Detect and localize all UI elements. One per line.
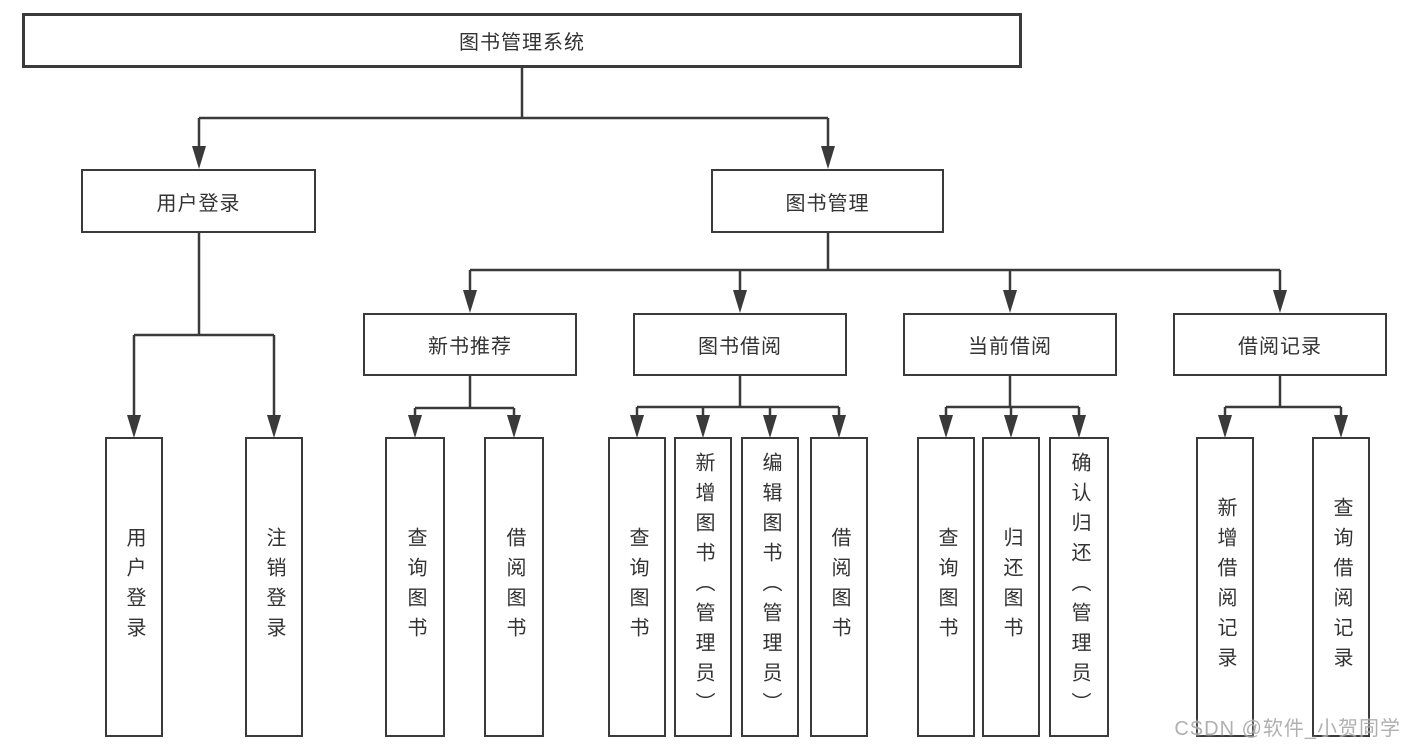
node-query-books-recommend-label: 查询图书 [404,527,426,647]
node-query-books-borrowing-label: 查询图书 [626,527,648,647]
node-book-management-label: 图书管理 [785,192,870,215]
node-query-books-current-label: 查询图书 [935,527,957,647]
node-current-borrowing: 当前借阅 [903,313,1117,376]
watermark-text: CSDN @软件_小贺同学 [1174,718,1401,740]
node-edit-book-admin-label: 编辑图书（管理员） [759,452,781,722]
node-confirm-return-admin: 确认归还（管理员） [1049,437,1109,737]
node-borrow-books-recommend-label: 借阅图书 [503,527,525,647]
node-query-borrow-record: 查询借阅记录 [1312,437,1370,737]
node-add-borrow-record: 新增借阅记录 [1196,437,1254,737]
node-borrow-books-recommend: 借阅图书 [484,437,544,737]
node-add-book-admin-label: 新增图书（管理员） [692,452,714,722]
node-query-books-current: 查询图书 [917,437,975,737]
arrowhead-icons [127,146,1348,438]
node-borrowing-records: 借阅记录 [1173,313,1387,376]
node-borrow-books-borrowing: 借阅图书 [810,437,868,737]
node-query-books-borrowing: 查询图书 [608,437,666,737]
node-user-login-action-label: 用户登录 [123,527,145,647]
node-return-books: 归还图书 [982,437,1040,737]
node-query-books-recommend: 查询图书 [385,437,445,737]
node-current-borrowing-label: 当前借阅 [968,336,1052,358]
node-user-login: 用户登录 [81,169,316,233]
node-user-login-label: 用户登录 [156,192,241,215]
node-borrow-books-borrowing-label: 借阅图书 [828,527,850,647]
node-add-borrow-record-label: 新增借阅记录 [1214,497,1236,677]
node-book-borrowing: 图书借阅 [633,313,847,376]
node-query-borrow-record-label: 查询借阅记录 [1330,497,1352,677]
node-logout: 注销登录 [245,437,303,737]
node-add-book-admin: 新增图书（管理员） [674,437,732,737]
node-book-borrowing-label: 图书借阅 [698,336,782,358]
node-root-label: 图书管理系统 [459,32,585,54]
node-edit-book-admin: 编辑图书（管理员） [741,437,799,737]
node-confirm-return-admin-label: 确认归还（管理员） [1068,452,1090,722]
node-user-login-action: 用户登录 [105,437,163,737]
node-borrowing-records-label: 借阅记录 [1238,336,1322,358]
node-return-books-label: 归还图书 [1000,527,1022,647]
node-book-management: 图书管理 [711,169,944,233]
node-new-book-recommendation-label: 新书推荐 [428,336,512,358]
node-root: 图书管理系统 [22,13,1022,68]
node-logout-label: 注销登录 [263,527,285,647]
node-new-book-recommendation: 新书推荐 [363,313,577,376]
